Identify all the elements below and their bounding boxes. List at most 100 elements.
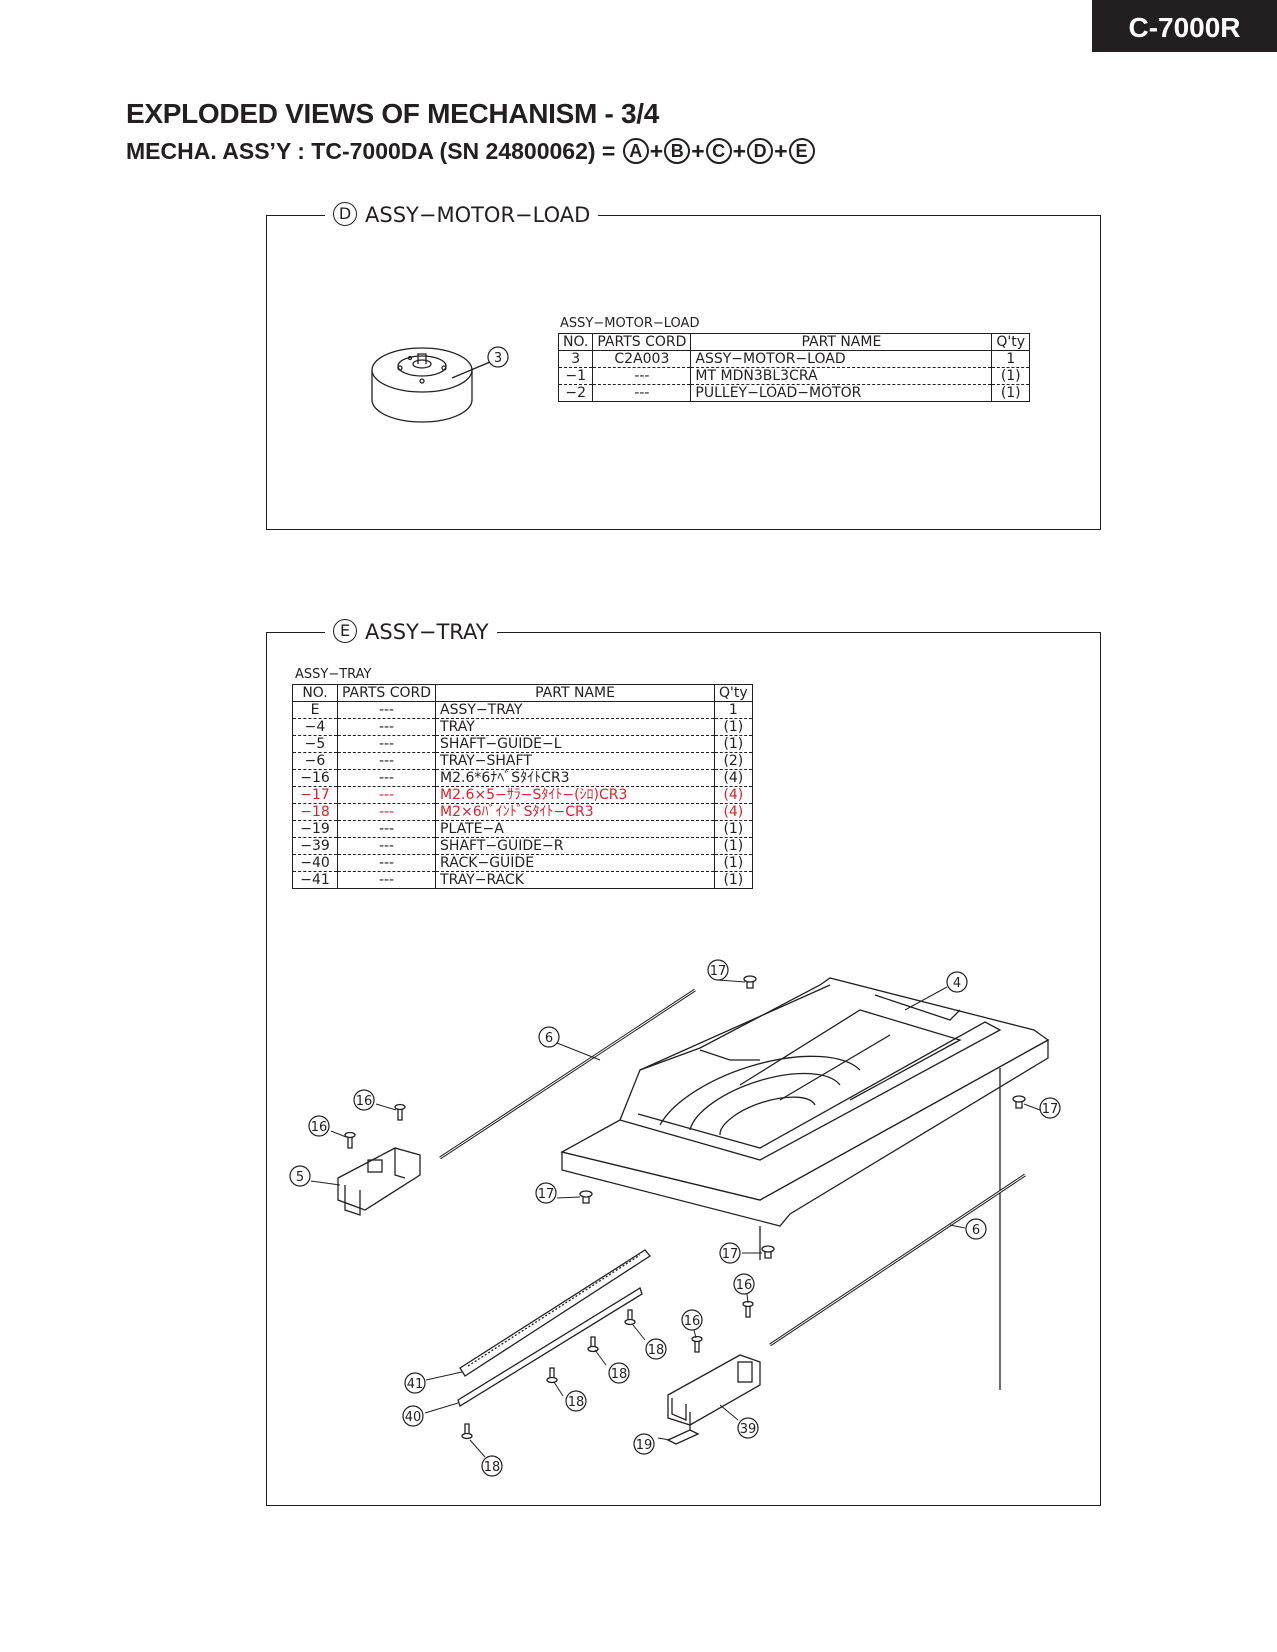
cell-qty: (2) [714, 752, 753, 770]
tray-parts-table: NO. PARTS CORD PART NAME Q'ty E---ASSY−T… [292, 684, 753, 889]
cell-name: M2.6×5−ｻﾗ−Sﾀｲﾄ−(ｼﾛ)CR3 [435, 786, 716, 804]
tray-table-caption: ASSY−TRAY [295, 667, 372, 682]
screws [344, 975, 1026, 1440]
svg-text:18: 18 [648, 1343, 665, 1358]
cell-qty: (1) [714, 871, 753, 889]
col-part-name: PART NAME [690, 333, 993, 351]
cell-qty: (1) [714, 837, 753, 855]
assy-d-symbol: D [747, 137, 774, 164]
svg-text:16: 16 [736, 1278, 753, 1293]
plate-a-drawing [666, 1412, 700, 1445]
cell-no: 3 [557, 350, 594, 368]
callout-6: 6 [538, 1026, 560, 1048]
panel-d-label: ASSY−MOTOR−LOAD [365, 203, 591, 227]
table-row: −5---SHAFT−GUIDE−L(1) [292, 735, 753, 753]
cell-code: --- [336, 735, 437, 753]
callout-17: 17 [535, 1182, 557, 1204]
cell-name: TRAY−SHAFT [435, 752, 716, 770]
assy-c-symbol: C [705, 137, 732, 164]
cell-code: --- [336, 871, 437, 889]
cell-qty: 1 [714, 701, 753, 719]
cell-qty: (1) [714, 854, 753, 872]
cell-code: --- [336, 701, 437, 719]
callout-5: 5 [289, 1165, 311, 1187]
cell-no: −16 [292, 769, 338, 787]
svg-text:18: 18 [611, 1367, 628, 1382]
cell-no: −4 [292, 718, 338, 736]
shaft-guide-r-drawing [667, 1354, 761, 1426]
panel-assy-motor-load [266, 215, 1101, 530]
cell-no: −19 [292, 820, 338, 838]
svg-text:5: 5 [296, 1170, 304, 1185]
cell-no: −41 [292, 871, 338, 889]
cell-name: TRAY [435, 718, 716, 736]
callout-40: 40 [402, 1405, 424, 1427]
cell-no: −6 [292, 752, 338, 770]
cell-qty: (1) [991, 384, 1031, 402]
cell-no: −39 [292, 837, 338, 855]
callout-19: 19 [633, 1433, 655, 1455]
cell-name: PULLEY−LOAD−MOTOR [690, 384, 993, 402]
subtitle-prefix: MECHA. ASS’Y : TC-7000DA (SN 24800062) = [126, 138, 622, 164]
table-row: −39---SHAFT−GUIDE−R(1) [292, 837, 753, 855]
cell-code: --- [336, 786, 437, 804]
table-row: −2 --- PULLEY−LOAD−MOTOR (1) [557, 384, 1031, 402]
table-row: −1 --- MT MDN3BL3CRA (1) [557, 367, 1031, 385]
motor-parts-table: NO. PARTS CORD PART NAME Q'ty 3 C2A003 A… [557, 333, 1031, 402]
callout-6: 6 [965, 1218, 987, 1240]
panel-assy-tray [266, 632, 1101, 1506]
table-row: −18---M2×6ﾊﾞｲﾝﾄﾞSﾀｲﾄ−CR3(4) [292, 803, 753, 821]
svg-text:4: 4 [953, 976, 961, 991]
cell-code: --- [592, 384, 692, 402]
tray-shaft-upper [439, 988, 696, 1160]
callout-39: 39 [737, 1417, 759, 1439]
cell-name: TRAY−RACK [435, 871, 716, 889]
assy-b-symbol: B [664, 137, 691, 164]
cell-qty: (1) [714, 718, 753, 736]
svg-text:16: 16 [684, 1314, 701, 1329]
cell-no: −1 [557, 367, 594, 385]
cell-name: MT MDN3BL3CRA [690, 367, 993, 385]
cell-qty: 1 [991, 350, 1031, 368]
cell-name: SHAFT−GUIDE−R [435, 837, 716, 855]
cell-code: --- [336, 854, 437, 872]
callout-17: 17 [719, 1242, 741, 1264]
col-parts-cord: PARTS CORD [336, 684, 437, 702]
assy-e-symbol: E [788, 137, 815, 164]
callout-18: 18 [645, 1338, 667, 1360]
page-title: EXPLODED VIEWS OF MECHANISM - 3/4 [126, 98, 660, 129]
motor-drawing [371, 347, 491, 423]
table-row: −16---M2.6*6ﾅﾍﾞSﾀｲﾄCR3(4) [292, 769, 753, 787]
callout-17: 17 [707, 959, 729, 981]
svg-text:3: 3 [494, 351, 502, 366]
cell-qty: (1) [714, 735, 753, 753]
callout-3: 3 [487, 346, 509, 368]
cell-code: --- [336, 837, 437, 855]
svg-text:39: 39 [740, 1422, 757, 1437]
svg-text:18: 18 [568, 1395, 585, 1410]
cell-code: --- [592, 367, 692, 385]
svg-text:6: 6 [545, 1031, 553, 1046]
cell-no: −40 [292, 854, 338, 872]
cell-qty: (4) [714, 803, 753, 821]
table-header-row: NO. PARTS CORD PART NAME Q'ty [557, 333, 1031, 351]
plus-sign: + [649, 138, 664, 164]
page-subtitle: MECHA. ASS’Y : TC-7000DA (SN 24800062) =… [126, 137, 816, 166]
svg-text:16: 16 [356, 1094, 373, 1109]
callout-16: 16 [308, 1115, 330, 1137]
model-badge: C-7000R [1092, 0, 1277, 52]
cell-name: ASSY−MOTOR−LOAD [690, 350, 993, 368]
callout-16: 16 [681, 1309, 703, 1331]
col-qty: Q'ty [991, 333, 1031, 351]
cell-code: C2A003 [592, 350, 692, 368]
col-no: NO. [292, 684, 338, 702]
cell-qty: (1) [714, 820, 753, 838]
cell-name: ASSY−TRAY [435, 701, 716, 719]
cell-code: --- [336, 820, 437, 838]
table-header-row: NO. PARTS CORD PART NAME Q'ty [292, 684, 753, 702]
callout-41: 41 [404, 1372, 426, 1394]
col-no: NO. [557, 333, 594, 351]
panel-e-letter: E [333, 619, 357, 643]
